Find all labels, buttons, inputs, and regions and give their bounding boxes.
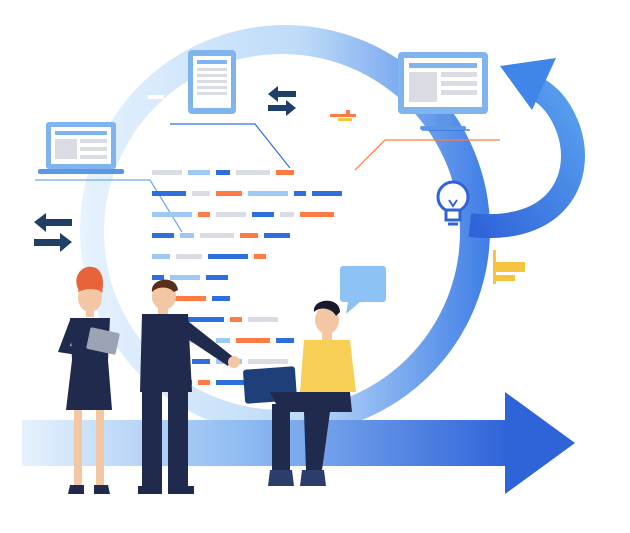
code-segment (216, 212, 246, 217)
code-segment (236, 170, 270, 175)
code-segment (300, 212, 334, 217)
code-segment (188, 170, 210, 175)
code-segment (206, 275, 228, 280)
code-segment (276, 170, 294, 175)
code-lines (152, 170, 342, 385)
sticky-note-icon (493, 250, 525, 284)
code-segment (198, 212, 210, 217)
code-segment (294, 191, 306, 196)
code-segment (208, 254, 248, 259)
code-segment (176, 254, 202, 259)
swap-arrows-icon (268, 86, 296, 116)
code-segment (152, 254, 170, 259)
code-segment (152, 212, 192, 217)
code-segment (254, 254, 266, 259)
code-segment (312, 191, 342, 196)
lightbulb-icon (436, 180, 470, 226)
code-segment (184, 317, 224, 322)
code-segment (152, 191, 186, 196)
code-segment (180, 233, 194, 238)
code-segment (280, 212, 294, 217)
code-segment (216, 170, 230, 175)
laptop-icon (38, 122, 124, 174)
code-segment (200, 233, 234, 238)
code-segment (248, 317, 278, 322)
man-standing-figure (138, 279, 240, 494)
code-segment (236, 338, 270, 343)
man-sitting-figure (243, 300, 356, 486)
code-segment (248, 359, 288, 364)
dash-mark (148, 95, 164, 99)
monitor-icon (398, 52, 488, 130)
code-segment (152, 233, 174, 238)
code-segment (276, 338, 294, 343)
chat-bubble-icon (340, 266, 386, 314)
code-segment (212, 296, 230, 301)
code-segment (170, 275, 200, 280)
code-segment (216, 191, 242, 196)
sticky-note-icon (330, 110, 356, 121)
code-segment (230, 317, 242, 322)
code-segment (152, 170, 182, 175)
code-segment (192, 191, 210, 196)
code-segment (216, 338, 230, 343)
circular-arrow-icon (468, 58, 585, 239)
code-segment (216, 380, 246, 385)
swap-arrows-icon (34, 213, 72, 252)
woman-figure (58, 266, 120, 494)
code-segment (198, 380, 210, 385)
tablet-icon (188, 50, 236, 114)
code-segment (252, 212, 274, 217)
code-segment (240, 233, 258, 238)
code-segment (264, 233, 290, 238)
code-segment (192, 359, 210, 364)
code-segment (248, 191, 288, 196)
code-segment (172, 296, 206, 301)
code-segment (152, 275, 164, 280)
